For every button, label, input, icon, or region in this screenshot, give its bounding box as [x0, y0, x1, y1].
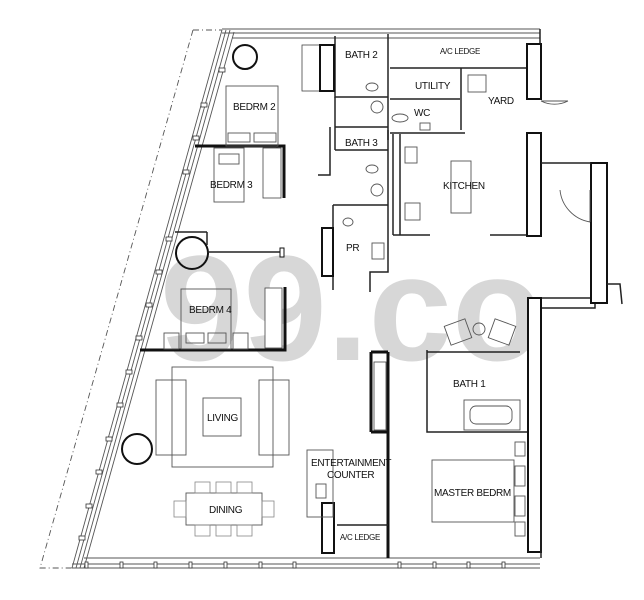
bed-bedrm3	[213, 147, 245, 203]
wall-yard-right	[526, 43, 542, 100]
sofa-right	[258, 379, 290, 456]
label-bath1: BATH 1	[453, 379, 486, 390]
wall-right	[527, 297, 542, 553]
label-counter: COUNTER	[327, 470, 374, 481]
column-bedrm3	[175, 236, 209, 270]
furniture	[155, 74, 526, 537]
label-master-bedrm: MASTER BEDRM	[434, 488, 511, 499]
wardrobes	[262, 44, 387, 431]
label-bedrm2: BEDRM 2	[233, 102, 276, 113]
column-bedrm2	[232, 44, 258, 70]
facade-top	[222, 28, 541, 48]
label-utility: UTILITY	[415, 81, 451, 92]
label-bath3: BATH 3	[345, 138, 378, 149]
bed-bedrm4	[180, 288, 232, 350]
rug-living	[171, 366, 274, 468]
wall-kitchen-right	[526, 132, 542, 237]
room-labels: BEDRM 2 BEDRM 3 BEDRM 4 BATH 2 BATH 3 UT…	[189, 47, 514, 542]
label-bedrm4: BEDRM 4	[189, 305, 232, 316]
label-entertainment: ENTERTAINMENT	[311, 458, 391, 469]
facade-bottom	[72, 557, 540, 569]
bed-master	[431, 459, 515, 523]
label-ac-ledge-top: A/C LEDGE	[440, 47, 480, 56]
bed-bedrm2	[225, 85, 279, 147]
label-dining: DINING	[209, 505, 243, 516]
label-pr: PR	[346, 243, 359, 254]
facade-glazing-left	[71, 29, 235, 569]
label-bedrm3: BEDRM 3	[210, 180, 253, 191]
columns	[121, 44, 258, 465]
sofa-left	[155, 379, 187, 456]
label-ac-ledge-bottom: A/C LEDGE	[340, 533, 380, 542]
label-wc: WC	[414, 108, 430, 119]
kitchen-island	[450, 160, 472, 214]
column-living	[121, 433, 153, 465]
wall-entry-right	[590, 162, 608, 304]
label-bath2: BATH 2	[345, 50, 378, 61]
coffee-table	[202, 397, 242, 437]
interior-walls	[140, 34, 623, 558]
label-living: LIVING	[207, 413, 239, 424]
label-yard: YARD	[488, 96, 514, 107]
label-kitchen: KITCHEN	[443, 181, 485, 192]
balcony-boundary	[39, 29, 222, 569]
